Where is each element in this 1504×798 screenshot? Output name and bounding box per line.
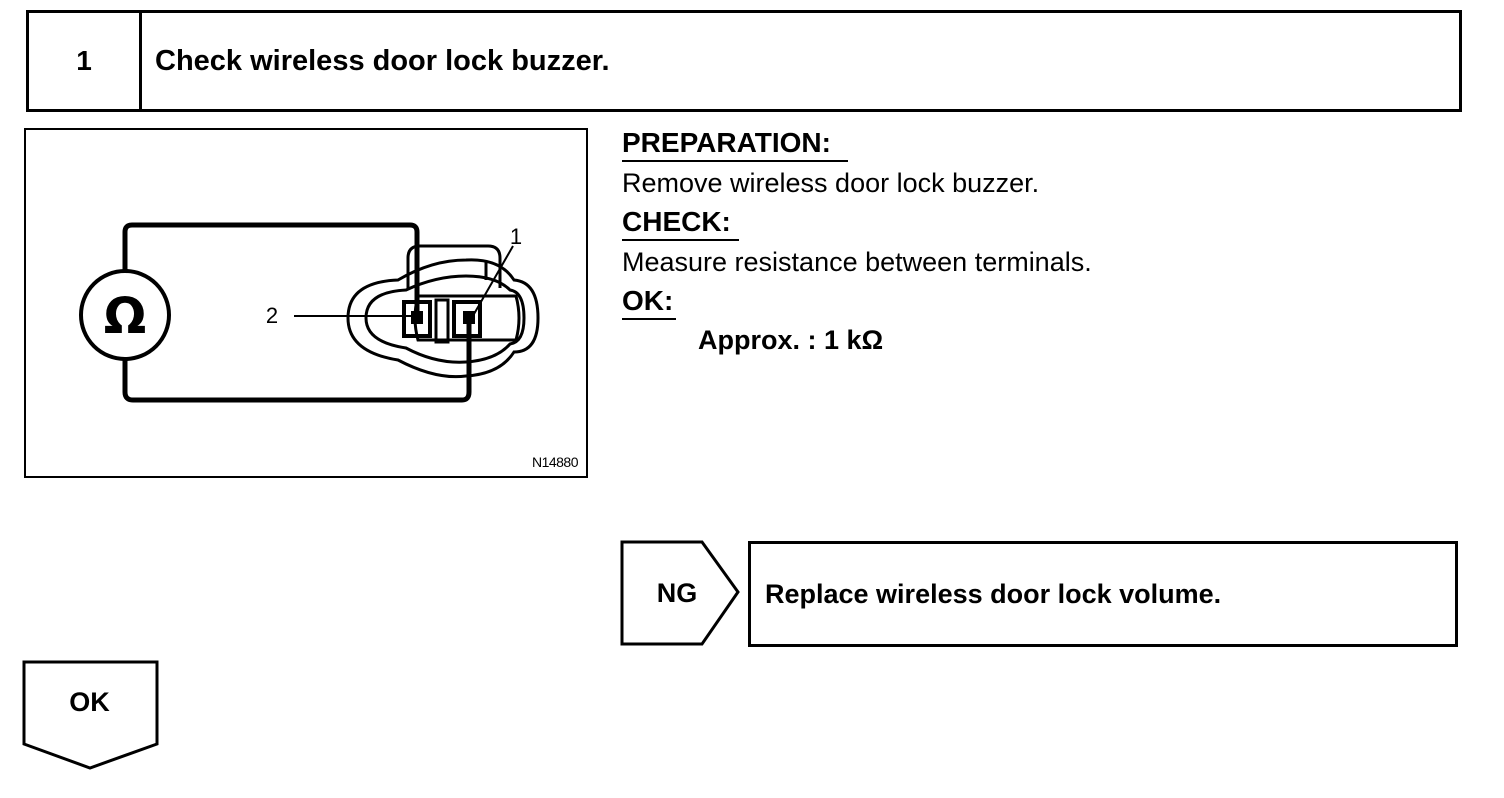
ng-action-text: Replace wireless door lock volume. (765, 578, 1222, 609)
terminal-1-leader (473, 245, 514, 315)
terminal-1-label: 1 (510, 224, 522, 249)
ohmmeter-symbol: Ω (104, 287, 147, 345)
check-heading: CHECK: (622, 206, 731, 237)
preparation-heading: PREPARATION: (622, 127, 831, 158)
terminal-2-label: 2 (266, 303, 278, 328)
figure-code: N14880 (531, 454, 579, 470)
terminal-2-pin (411, 311, 423, 324)
buzzer-connector-diagram: Ω 2 1 (79, 222, 540, 403)
ok-tab-icon (22, 660, 159, 770)
lower-probe-lead (122, 316, 472, 403)
step-number: 1 (29, 13, 142, 109)
check-underline (622, 239, 739, 241)
buzzer-connector-icon (346, 244, 540, 379)
upper-probe-lead (122, 222, 420, 314)
ng-tab-icon (620, 540, 740, 646)
preparation-underline (622, 160, 848, 162)
check-text: Measure resistance between terminals. (622, 247, 1092, 277)
ng-action-box: Replace wireless door lock volume. (748, 541, 1458, 647)
step-title: Check wireless door lock buzzer. (155, 44, 610, 77)
step-header: 1 Check wireless door lock buzzer. (26, 10, 1462, 112)
ok-label: OK (69, 686, 110, 717)
wiring-figure: Ω 2 1 N14880 (24, 128, 588, 478)
ok-heading: OK: (622, 285, 674, 316)
resistance-spec: Approx. : 1 kΩ (698, 325, 884, 355)
preparation-text: Remove wireless door lock buzzer. (622, 168, 1040, 198)
ok-underline (622, 318, 676, 320)
terminal-1-pin (463, 311, 475, 324)
ng-label: NG (656, 577, 698, 608)
